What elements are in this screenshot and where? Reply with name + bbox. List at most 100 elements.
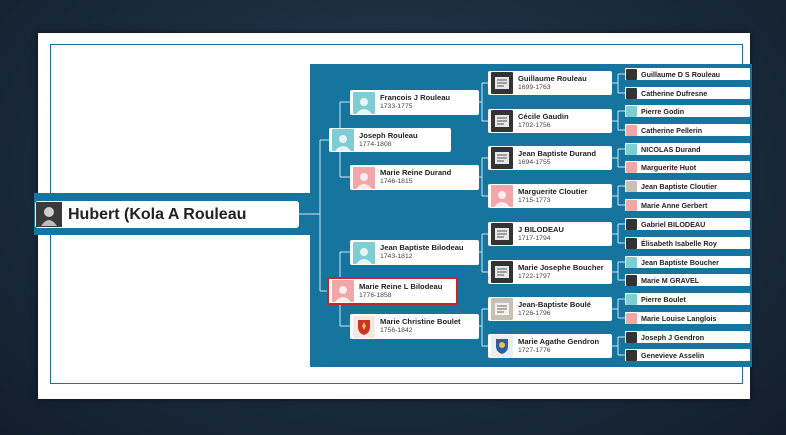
- person-name: Pierre Boulet: [641, 294, 686, 304]
- person-dates: 1746-1815: [380, 178, 413, 186]
- male-avatar-icon: [626, 293, 637, 305]
- person-name: Marguerite Cloutier: [518, 186, 588, 196]
- female-avatar-icon: [491, 185, 513, 207]
- person-dates: 1702-1756: [518, 121, 551, 129]
- ancestor-card[interactable]: Marguerite Huot: [625, 161, 750, 173]
- person-name: Marie Reine L Bilodeau: [359, 281, 443, 291]
- female-avatar-icon: [353, 166, 375, 189]
- person-name: Catherine Dufresne: [641, 88, 708, 98]
- person-name: Gabriel BILODEAU: [641, 219, 706, 229]
- person-dates: 1727-1776: [518, 346, 551, 354]
- person-name: Jean Baptiste Bilodeau: [380, 243, 464, 253]
- female-avatar-icon: [626, 312, 637, 324]
- female-avatar-icon: [626, 199, 637, 211]
- document-photo-icon: [626, 87, 637, 99]
- ancestor-card[interactable]: Catherine Pellerin: [625, 124, 750, 136]
- person-name: Jean Baptiste Boucher: [641, 257, 719, 267]
- male-avatar-icon: [626, 143, 637, 155]
- ancestor-card[interactable]: Marie Louise Langlois: [625, 312, 750, 324]
- document-photo-icon: [491, 110, 513, 132]
- person-name: Élisabeth Isabelle Roy: [641, 238, 717, 248]
- person-dates: 1717-1794: [518, 234, 551, 242]
- person-dates: 1699-1763: [518, 83, 551, 91]
- document-photo-icon: [491, 223, 513, 245]
- ancestor-card[interactable]: Joseph J Gendron: [625, 331, 750, 343]
- root-person-card[interactable]: Hubert (Kola A Rouleau: [35, 201, 299, 228]
- document-photo-icon: [626, 218, 637, 230]
- document-photo-icon: [626, 237, 637, 249]
- root-person-name: Hubert (Kola A Rouleau: [68, 205, 247, 223]
- person-name: NICOLAS Durand: [641, 144, 701, 154]
- ancestor-card[interactable]: Jean Baptiste Boucher: [625, 256, 750, 268]
- ancestor-card[interactable]: Gabriel BILODEAU: [625, 218, 750, 230]
- document-photo-icon: [491, 261, 513, 283]
- ancestor-card[interactable]: Jean Baptiste Cloutier: [625, 180, 750, 192]
- person-name: Jean Baptiste Cloutier: [641, 181, 717, 191]
- person-name: Joseph Rouleau: [359, 130, 418, 140]
- ancestor-card[interactable]: Catherine Dufresne: [625, 87, 750, 99]
- person-name: Catherine Pellerin: [641, 125, 703, 135]
- person-dates: 1726-1796: [518, 309, 551, 317]
- coat-of-arms-icon: [491, 335, 513, 357]
- coat-of-arms-icon: [353, 315, 375, 338]
- document-photo-icon: [626, 331, 637, 343]
- person-name: Jean-Baptiste Boulé: [518, 299, 592, 309]
- person-name: Marguerite Huot: [641, 162, 697, 172]
- document-photo-icon: [491, 298, 513, 320]
- female-avatar-icon: [626, 161, 637, 173]
- ancestor-card[interactable]: Élisabeth Isabelle Roy: [625, 237, 750, 249]
- ancestor-card[interactable]: Pierre Godin: [625, 105, 750, 117]
- person-name: Guillaume Rouleau: [518, 73, 587, 83]
- male-avatar-icon: [353, 91, 375, 114]
- person-name: Marie Anne Gerbert: [641, 200, 708, 210]
- person-dates: 1722-1797: [518, 272, 551, 280]
- female-avatar-icon: [626, 124, 637, 136]
- ancestor-card[interactable]: Pierre Boulet: [625, 293, 750, 305]
- person-name: Cécile Gaudin: [518, 111, 569, 121]
- ancestor-card[interactable]: Marie Anne Gerbert: [625, 199, 750, 211]
- person-dates: 1743-1812: [380, 253, 413, 261]
- document-photo-icon: [626, 68, 637, 80]
- person-name: Joseph J Gendron: [641, 332, 705, 342]
- female-avatar-icon: [332, 280, 354, 302]
- ancestor-card[interactable]: Guillaume D S Rouleau: [625, 68, 750, 80]
- person-name: Jean Baptiste Durand: [518, 148, 597, 158]
- person-name: J BILODEAU: [518, 224, 564, 234]
- person-name: Genevieve Asselin: [641, 350, 705, 360]
- ancestor-card[interactable]: Genevieve Asselin: [625, 349, 750, 361]
- person-name: Guillaume D S Rouleau: [641, 69, 721, 79]
- person-name: Marie Agathe Gendron: [518, 336, 600, 346]
- document-photo-icon: [626, 180, 637, 192]
- document-photo-icon: [491, 72, 513, 94]
- ancestor-card[interactable]: Marie M GRAVEL: [625, 274, 750, 286]
- person-name: Francois J Rouleau: [380, 93, 451, 103]
- ancestor-card[interactable]: NICOLAS Durand: [625, 143, 750, 155]
- portrait-photo-icon: [36, 202, 62, 227]
- male-avatar-icon: [332, 129, 354, 151]
- person-dates: 1715-1773: [518, 196, 551, 204]
- male-avatar-icon: [353, 241, 375, 264]
- person-name: Marie Christine Boulet: [380, 317, 461, 327]
- person-dates: 1756-1842: [380, 327, 413, 335]
- person-dates: 1774-1808: [359, 140, 392, 148]
- person-dates: 1776-1858: [359, 291, 392, 299]
- person-name: Marie Louise Langlois: [641, 313, 717, 323]
- document-photo-icon: [626, 349, 637, 361]
- male-avatar-icon: [626, 256, 637, 268]
- person-name: Marie Reine Durand: [380, 168, 452, 178]
- person-name: Pierre Godin: [641, 106, 685, 116]
